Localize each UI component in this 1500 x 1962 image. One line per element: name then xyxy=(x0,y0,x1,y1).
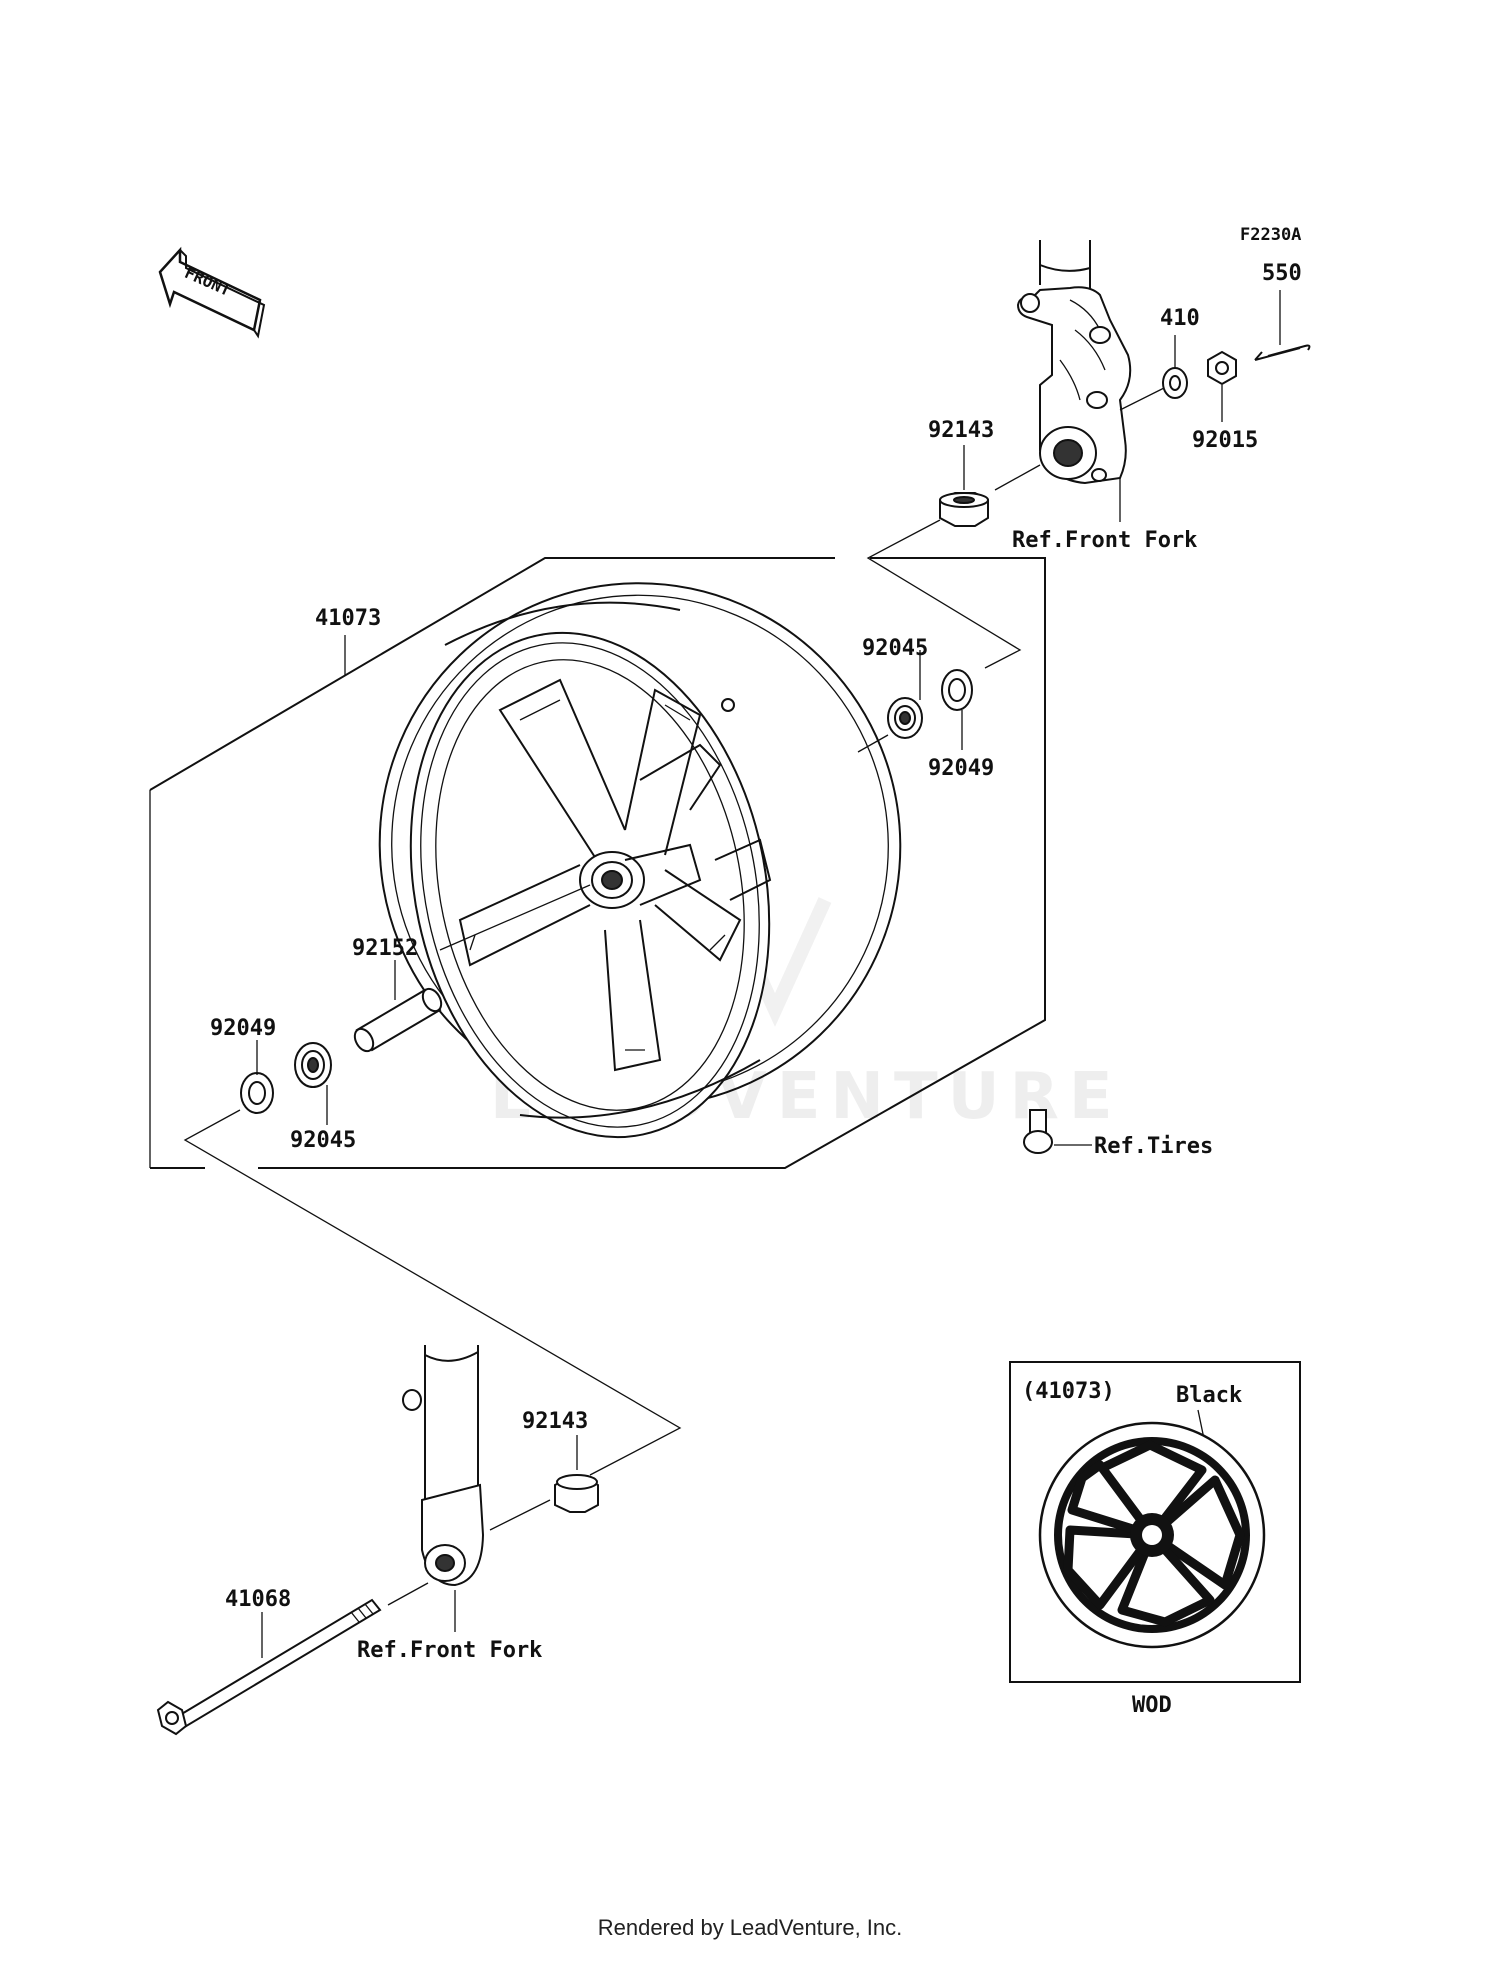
front-fork-right xyxy=(1016,240,1132,485)
inset-code: WOD xyxy=(1132,1693,1172,1718)
leader-410 xyxy=(1119,384,1171,411)
ref-front-fork-top: Ref.Front Fork xyxy=(1012,528,1197,553)
front-fork-left xyxy=(402,1345,485,1587)
label-92152: 92152 xyxy=(352,936,418,961)
label-92015: 92015 xyxy=(1192,428,1258,453)
axle-line-lower xyxy=(183,1109,682,1476)
label-92045-left: 92045 xyxy=(290,1128,356,1153)
seal-92049-left xyxy=(240,1072,274,1114)
leader-collar-to-fork-bottom xyxy=(489,1499,551,1531)
diagram-code: F2230A xyxy=(1240,225,1301,245)
seal-92049-right xyxy=(941,669,973,711)
inset-color: Black xyxy=(1176,1383,1242,1408)
ref-tires: Ref.Tires xyxy=(1094,1134,1213,1159)
axle-41068 xyxy=(156,1598,382,1736)
nut-92015 xyxy=(1207,350,1237,386)
cotter-pin-550 xyxy=(1254,344,1311,361)
label-410: 410 xyxy=(1160,306,1200,331)
bearing-92045-left xyxy=(294,1042,332,1088)
axle-line-center xyxy=(439,884,591,951)
collar-92143-top xyxy=(939,492,989,527)
axle-line-41068 xyxy=(387,1582,429,1606)
ref-front-fork-bottom: Ref.Front Fork xyxy=(357,1638,542,1663)
axle-line-right xyxy=(857,734,889,753)
tire-valve xyxy=(1023,1109,1053,1154)
front-arrow-icon: FRONT xyxy=(158,246,266,339)
label-550: 550 xyxy=(1262,261,1302,286)
bearing-92045-right xyxy=(887,697,923,739)
collar-92143-bottom xyxy=(554,1474,599,1513)
label-92049-left: 92049 xyxy=(210,1016,276,1041)
label-41068: 41068 xyxy=(225,1587,291,1612)
spacer-92152 xyxy=(353,987,443,1053)
label-41073: 41073 xyxy=(315,606,381,631)
axle-line-upper xyxy=(866,519,1022,669)
footer-credit: Rendered by LeadVenture, Inc. xyxy=(597,1915,903,1940)
washer-410 xyxy=(1162,367,1188,399)
leader-collar-to-fork xyxy=(994,464,1041,491)
label-92143-bottom: 92143 xyxy=(522,1409,588,1434)
label-92049-right: 92049 xyxy=(928,756,994,781)
label-92045-right: 92045 xyxy=(862,636,928,661)
inset-wheel-black xyxy=(1038,1421,1266,1649)
inset-part-number: (41073) xyxy=(1022,1379,1115,1404)
label-92143-top: 92143 xyxy=(928,418,994,443)
